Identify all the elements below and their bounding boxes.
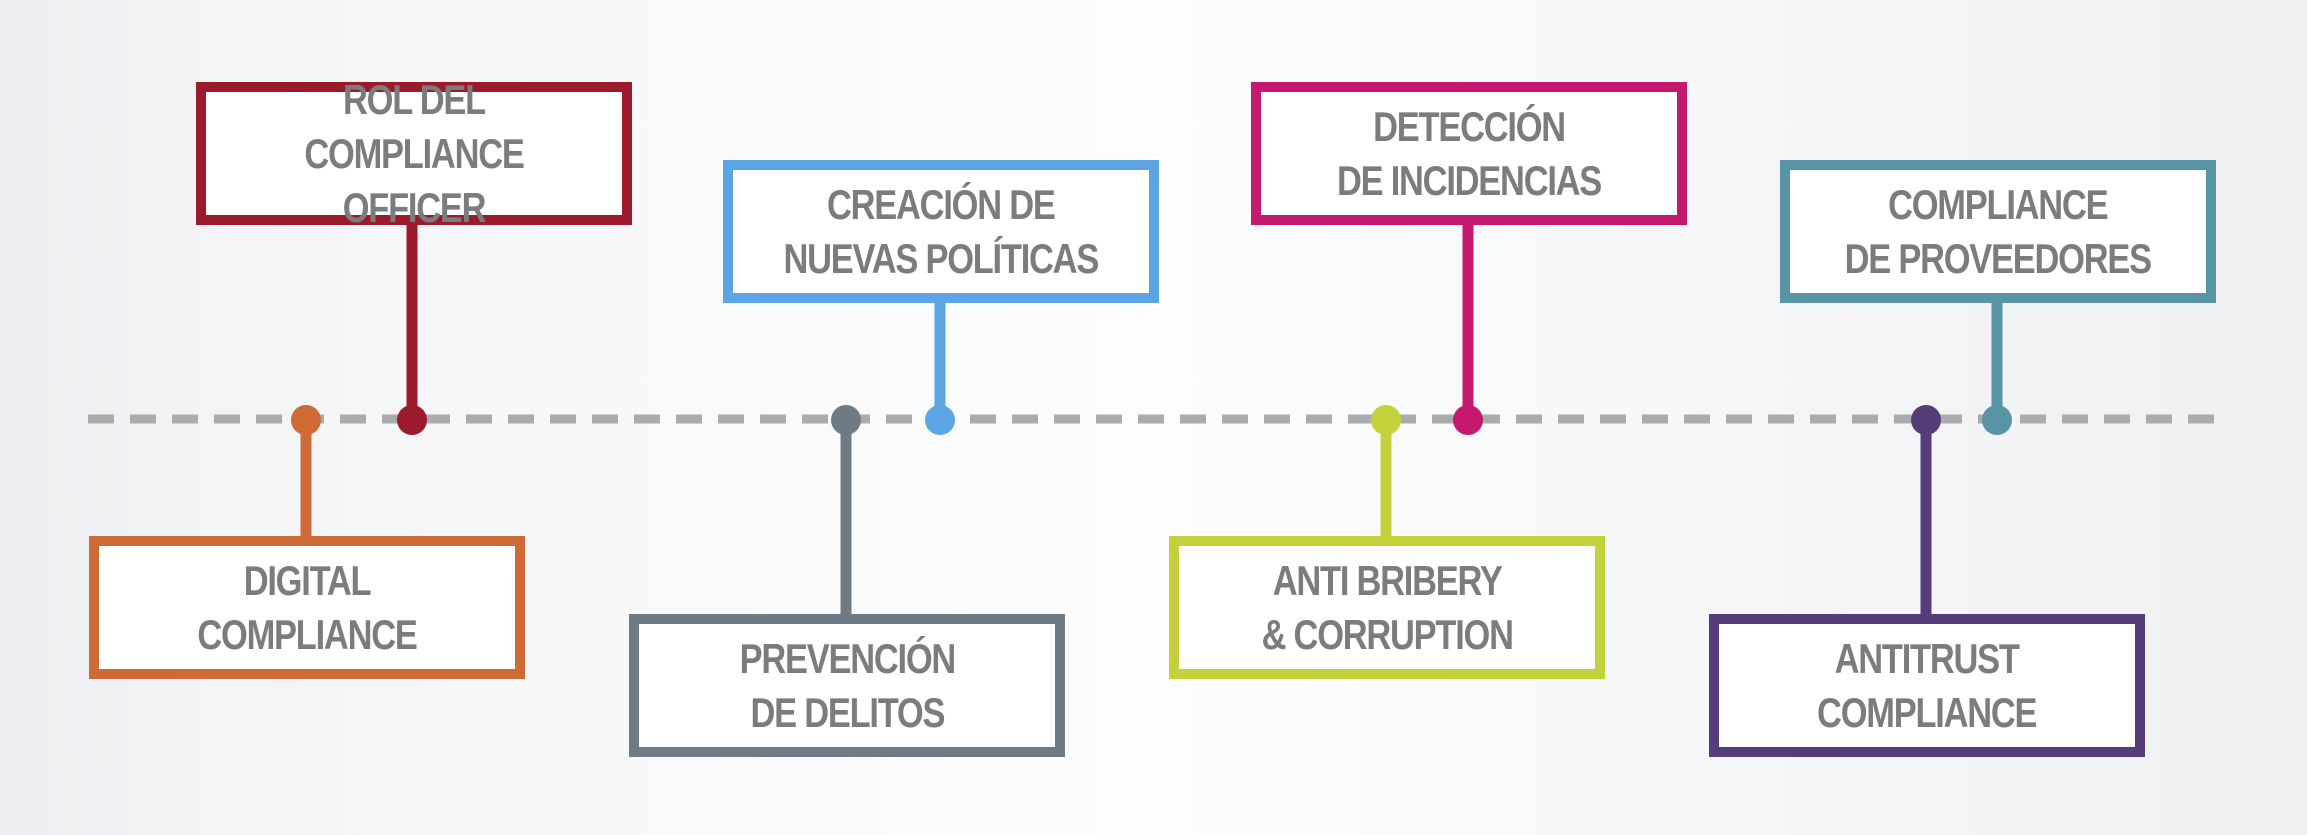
milestone-box-deteccion-incidencias: DETECCIÓN DE INCIDENCIAS xyxy=(1251,82,1687,225)
timeline-dot-rol-compliance-officer xyxy=(397,405,427,435)
timeline-dot-antitrust-compliance xyxy=(1911,405,1941,435)
milestone-box-digital-compliance: DIGITAL COMPLIANCE xyxy=(89,536,525,679)
milestone-label-creacion-politicas: CREACIÓN DE NUEVAS POLÍTICAS xyxy=(783,180,1100,282)
milestone-label-prevencion-delitos: PREVENCIÓN DE DELITOS xyxy=(739,634,956,736)
timeline-dot-deteccion-incidencias xyxy=(1453,405,1483,435)
milestone-box-compliance-proveedores: COMPLIANCE DE PROVEEDORES xyxy=(1780,160,2216,303)
milestone-label-rol-compliance-officer: ROL DEL COMPLIANCE OFFICER xyxy=(304,75,524,231)
milestone-label-compliance-proveedores: COMPLIANCE DE PROVEEDORES xyxy=(1844,180,2152,282)
milestone-box-rol-compliance-officer: ROL DEL COMPLIANCE OFFICER xyxy=(196,76,632,231)
milestone-label-deteccion-incidencias: DETECCIÓN DE INCIDENCIAS xyxy=(1336,102,1602,204)
milestone-box-anti-bribery: ANTI BRIBERY & CORRUPTION xyxy=(1169,536,1605,679)
milestone-label-anti-bribery: ANTI BRIBERY & CORRUPTION xyxy=(1261,556,1513,658)
timeline-dot-creacion-politicas xyxy=(925,405,955,435)
milestone-label-antitrust-compliance: ANTITRUST COMPLIANCE xyxy=(1817,634,2037,736)
milestone-label-digital-compliance: DIGITAL COMPLIANCE xyxy=(197,556,417,658)
milestone-box-antitrust-compliance: ANTITRUST COMPLIANCE xyxy=(1709,614,2145,757)
timeline-dot-digital-compliance xyxy=(291,405,321,435)
timeline-dot-anti-bribery xyxy=(1371,405,1401,435)
timeline-dot-compliance-proveedores xyxy=(1982,405,2012,435)
timeline-dot-prevencion-delitos xyxy=(831,405,861,435)
milestone-box-prevencion-delitos: PREVENCIÓN DE DELITOS xyxy=(629,614,1065,757)
milestone-box-creacion-politicas: CREACIÓN DE NUEVAS POLÍTICAS xyxy=(723,160,1159,303)
